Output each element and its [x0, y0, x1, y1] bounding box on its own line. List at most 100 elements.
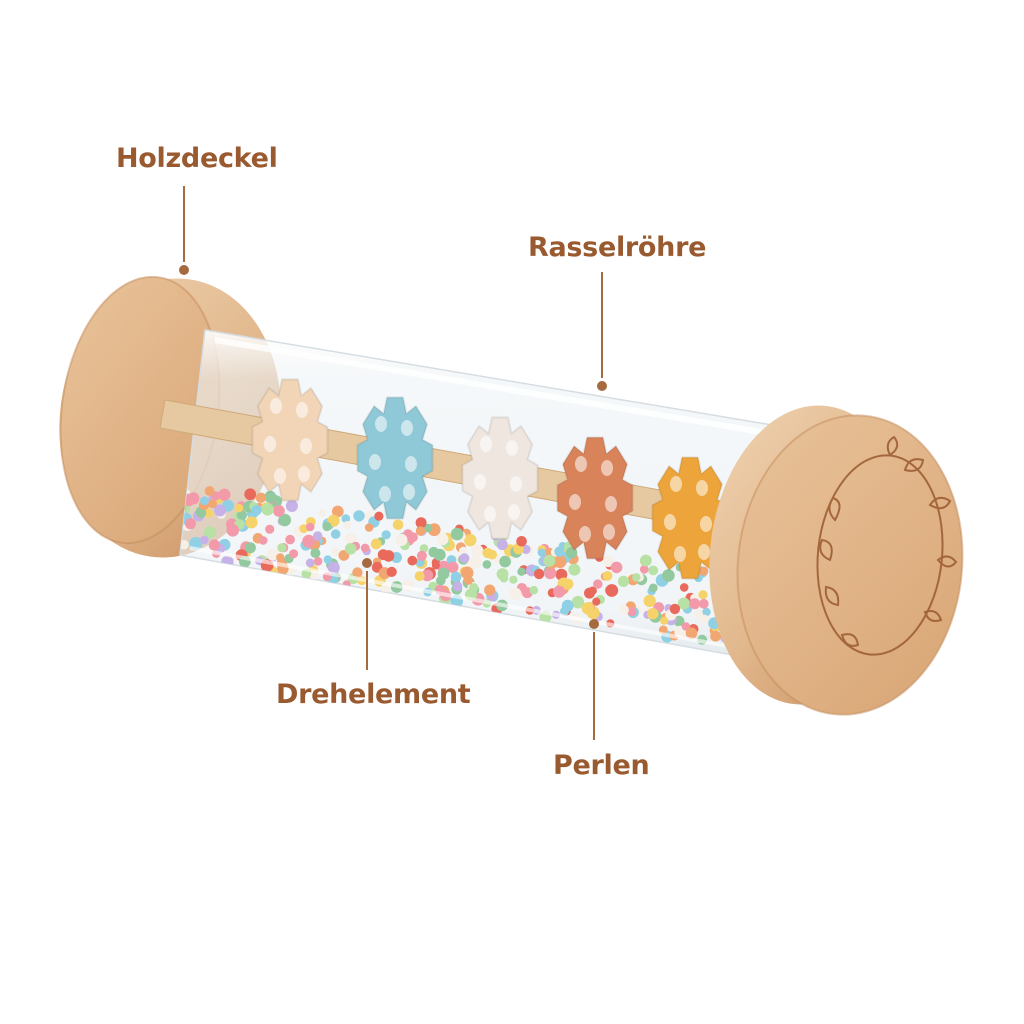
rotor-hole [674, 546, 686, 562]
bead [185, 518, 196, 530]
bead [341, 514, 351, 523]
bead [452, 581, 463, 592]
bead [482, 547, 493, 559]
bead [305, 558, 315, 568]
bead [698, 598, 709, 609]
bead [562, 578, 574, 590]
rotor-hole [575, 456, 587, 472]
rotor-hole [296, 402, 308, 418]
bead [679, 583, 689, 592]
bead [521, 544, 531, 555]
bead [662, 569, 675, 582]
bead [627, 606, 637, 617]
bead [278, 513, 292, 527]
bead [234, 503, 244, 513]
bead [482, 560, 492, 569]
bead [187, 492, 200, 505]
bead [285, 534, 295, 545]
bead [180, 539, 189, 550]
bead [640, 554, 652, 567]
bead [459, 546, 468, 556]
rotor-hole [298, 466, 310, 482]
bead [632, 573, 641, 582]
bead [342, 580, 351, 589]
bead [533, 568, 545, 580]
rotor-hole [510, 476, 522, 492]
rotor-hole [369, 454, 381, 470]
rotor-body [251, 378, 329, 502]
bead [208, 499, 218, 509]
bead [554, 546, 565, 557]
bead [516, 536, 527, 547]
bead [648, 583, 658, 593]
bead [685, 627, 698, 639]
bead [433, 548, 446, 561]
engraved-wreath [816, 435, 958, 656]
bead [450, 571, 462, 583]
rotor-hole [579, 526, 591, 542]
rotor-hole [506, 440, 518, 456]
bead [496, 539, 508, 551]
right-wooden-cap [709, 405, 964, 716]
bead [436, 533, 449, 546]
rotor-hole [670, 476, 682, 492]
bead [421, 569, 434, 582]
rotor-hole [401, 420, 413, 436]
bead [509, 575, 518, 584]
rotor-element [556, 436, 634, 560]
bead [214, 504, 226, 517]
bead [602, 555, 615, 568]
bead [264, 490, 277, 503]
bead [313, 557, 323, 566]
bead [568, 563, 581, 576]
bead [496, 568, 509, 580]
bead [553, 585, 566, 598]
bead [484, 584, 496, 596]
bead [610, 561, 623, 574]
bead [382, 550, 395, 562]
bead [469, 556, 482, 568]
bead [302, 534, 316, 548]
bead [331, 547, 341, 556]
bead [694, 609, 703, 618]
bead [698, 590, 708, 600]
bead [544, 567, 557, 580]
bead [537, 548, 546, 557]
rotor-hole [664, 514, 676, 530]
rotor-body [461, 416, 539, 540]
bead [330, 529, 341, 539]
bead [200, 535, 209, 545]
bead [386, 566, 397, 578]
bead [416, 550, 427, 561]
bead [639, 564, 649, 574]
rotor-hole [300, 438, 312, 454]
bead [605, 584, 619, 597]
bead [323, 555, 332, 564]
bead [561, 599, 574, 612]
rotor-hole [379, 486, 391, 502]
bead [593, 579, 603, 589]
bead [218, 488, 231, 501]
bead [203, 526, 216, 539]
bead [322, 521, 332, 532]
rotor-hole [264, 436, 276, 452]
bead [669, 603, 681, 615]
bead [584, 587, 595, 599]
bead [702, 607, 711, 617]
rotor-hole [270, 398, 282, 414]
bead [277, 543, 287, 553]
bead [360, 543, 370, 553]
label-holzdeckel: Holzdeckel [116, 143, 278, 174]
bead [423, 523, 433, 533]
bead [276, 553, 285, 562]
rotor-element [251, 378, 329, 502]
bead [251, 505, 262, 516]
bead [415, 517, 427, 529]
bead [226, 524, 240, 537]
leader-dot-perlen [589, 619, 599, 629]
bead [450, 527, 464, 541]
bead [464, 533, 477, 547]
bead [310, 548, 321, 559]
bead [244, 542, 256, 554]
bead [364, 523, 374, 532]
